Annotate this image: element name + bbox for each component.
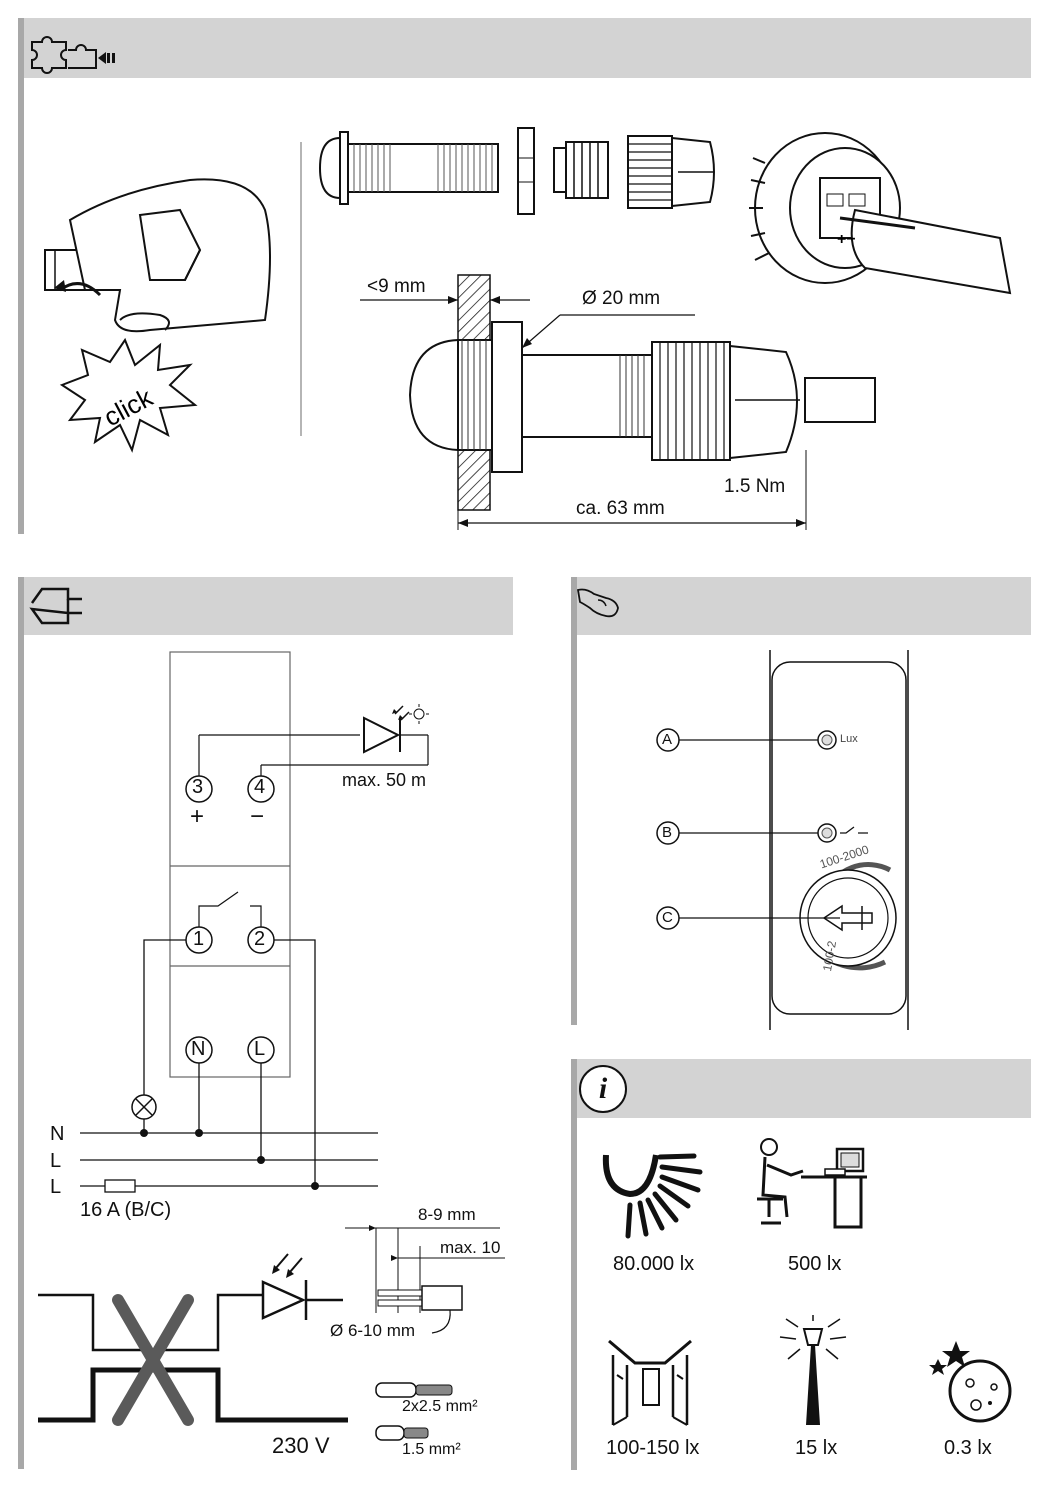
section-divider <box>300 142 302 436</box>
info-label-sun: 80.000 lx <box>613 1253 695 1275</box>
cable-strip-diagram <box>345 1225 505 1334</box>
wire-samples <box>375 1382 453 1441</box>
hand-click-illustration: click <box>44 178 271 453</box>
terminal-n-label: N <box>191 1038 206 1060</box>
max-distance-label: max. 50 m <box>342 770 427 790</box>
marker-a: A <box>662 731 673 748</box>
mounting-header <box>22 18 1031 78</box>
corridor-icon <box>608 1339 692 1426</box>
info-label-street: 15 lx <box>795 1437 838 1459</box>
voltage-label: 230 V <box>272 1433 330 1458</box>
strip-length-label: 8-9 mm <box>418 1205 476 1224</box>
wire-2-label: 1.5 mm² <box>402 1441 461 1458</box>
polarity-label: +− <box>837 231 856 248</box>
street-lamp-icon <box>779 1315 847 1425</box>
marker-c: C <box>662 909 673 926</box>
finger-icon <box>576 588 619 618</box>
strip-max-label: max. 10 <box>440 1238 501 1257</box>
wire-1-label: 2x2.5 mm² <box>402 1398 478 1415</box>
fuse-label: 16 A (B/C) <box>80 1199 172 1221</box>
minus-label: − <box>250 803 265 830</box>
info-side-bar <box>571 1059 577 1470</box>
device-front-panel <box>656 650 909 1030</box>
info-label-office: 500 lx <box>788 1253 842 1275</box>
operation-side-bar <box>571 577 577 1025</box>
terminal-l-label: L <box>254 1038 266 1060</box>
sun-icon <box>602 1153 703 1239</box>
office-desk-icon <box>757 1138 867 1229</box>
diameter-label: Ø 20 mm <box>582 288 661 309</box>
cable-diameter-label: Ø 6-10 mm <box>330 1321 416 1340</box>
operation-header <box>574 577 1031 635</box>
no-inductive-load-symbol <box>38 1253 348 1426</box>
line-l2-label: L <box>50 1176 62 1198</box>
torque-label: 1.5 Nm <box>724 476 786 497</box>
mounting-side-bar <box>18 18 24 534</box>
puzzle-icon <box>31 36 115 74</box>
wiring-side-bar <box>18 577 24 1469</box>
moon-stars-icon <box>929 1341 1012 1423</box>
wiring-diagram <box>80 651 429 1193</box>
line-n-label: N <box>50 1123 65 1145</box>
terminal-3-label: 3 <box>192 776 204 798</box>
marker-b: B <box>662 824 673 841</box>
length-label: ca. 63 mm <box>576 498 665 519</box>
info-label-corridor: 100-150 lx <box>606 1437 700 1459</box>
terminal-4-label: 4 <box>254 776 266 798</box>
exploded-parts-illustration <box>318 127 715 215</box>
line-l1-label: L <box>50 1150 62 1172</box>
mounted-sensor-drawing <box>360 274 876 530</box>
plug-icon <box>29 587 82 625</box>
plus-label: + <box>190 803 205 830</box>
info-icon-letter: i <box>598 1072 608 1105</box>
terminal-closeup-illustration: +− <box>749 132 1012 295</box>
wiring-header <box>22 577 513 635</box>
terminal-1-label: 1 <box>193 928 205 950</box>
info-header <box>574 1059 1031 1118</box>
info-label-moon: 0.3 lx <box>944 1437 992 1459</box>
lux-label: Lux <box>840 733 858 745</box>
wall-depth-label: <9 mm <box>367 276 426 297</box>
info-icon: i <box>579 1065 627 1113</box>
terminal-2-label: 2 <box>254 928 266 950</box>
